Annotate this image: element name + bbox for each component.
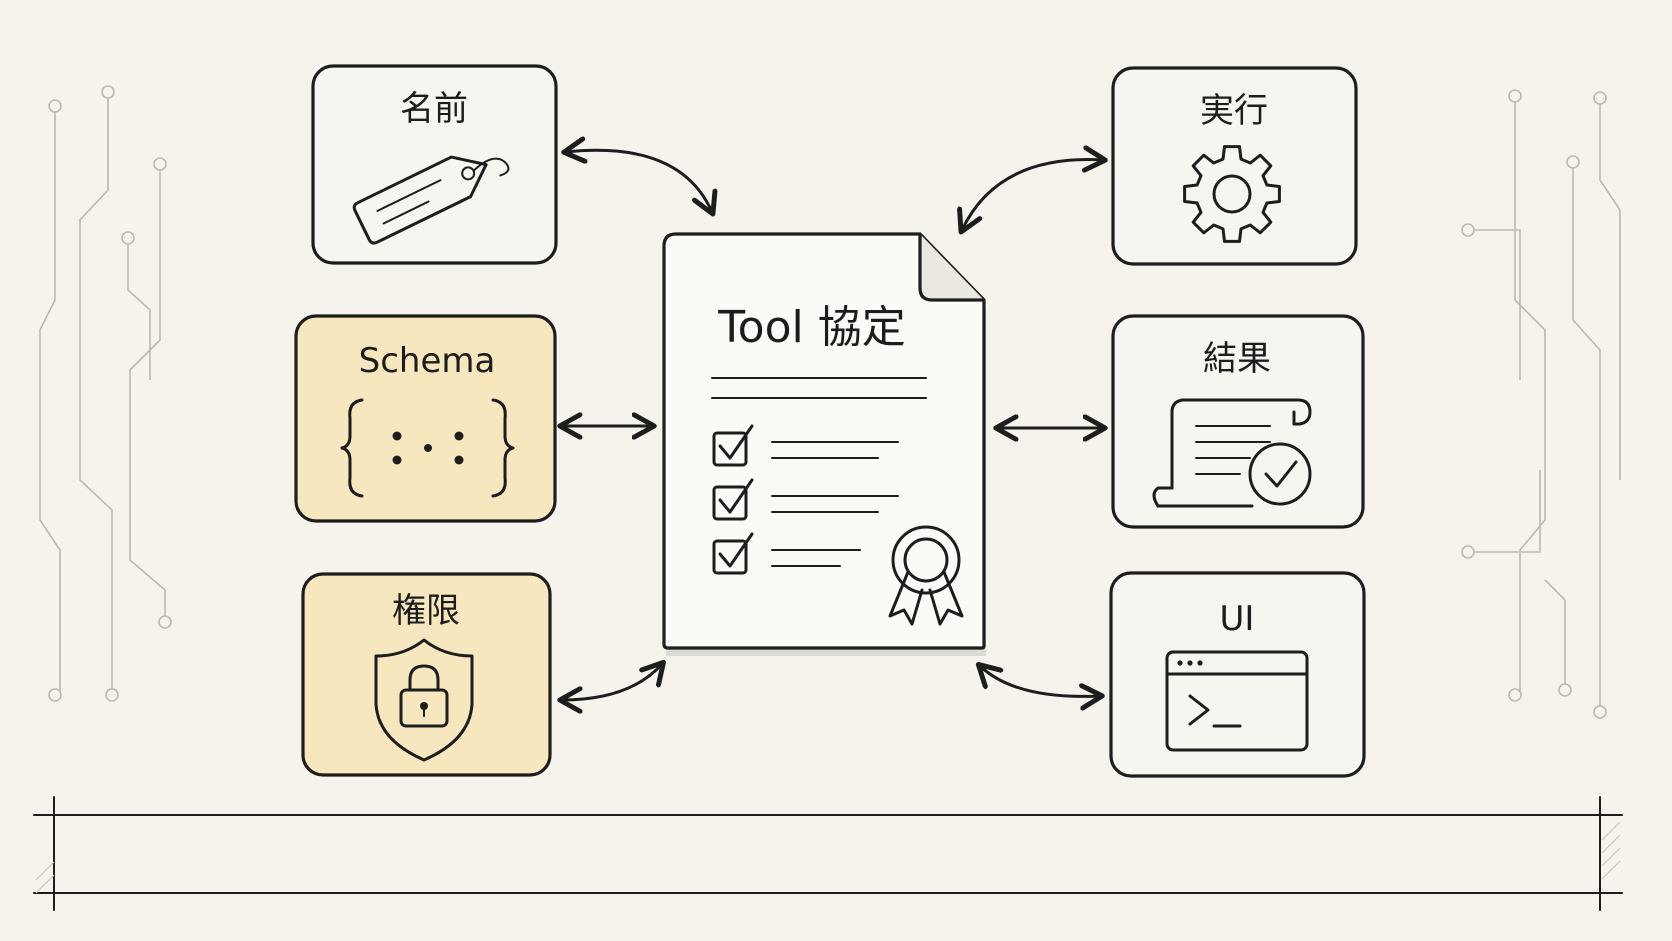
box-frame (301, 572, 552, 777)
document-title: Tool 協定 (717, 302, 905, 353)
box-label: 実行 (1200, 91, 1268, 131)
box-label: UI (1220, 599, 1255, 639)
result-box: 結果 (1111, 314, 1365, 529)
box-frame (1111, 314, 1365, 529)
box-label: Schema (359, 341, 496, 381)
schema-box: Schema (294, 314, 557, 523)
box-label: 結果 (1203, 339, 1271, 379)
scroll-check-icon (1152, 398, 1312, 508)
name-box: 名前 (311, 64, 558, 265)
braces-icon (340, 398, 515, 498)
terminal-window-icon (1165, 650, 1309, 752)
ribbon-seal-icon (888, 525, 964, 626)
box-label: 権限 (392, 591, 460, 631)
box-frame (1111, 66, 1358, 266)
arrow-ui (980, 666, 1100, 696)
gear-icon (1183, 145, 1281, 243)
shield-lock-icon (374, 638, 474, 762)
box-frame (294, 314, 557, 523)
circuit-decoration-right (1461, 89, 1621, 719)
checkbox-2 (712, 478, 899, 521)
checkbox-1 (712, 424, 899, 467)
bottom-frame (33, 796, 1623, 911)
arrow-name (566, 150, 712, 212)
contract-document: Tool 協定 (662, 232, 986, 656)
box-label: 名前 (400, 89, 468, 129)
arrow-execute (962, 160, 1103, 230)
permission-box: 権限 (301, 572, 552, 777)
tag-icon (352, 155, 510, 245)
connector-arrows (562, 150, 1103, 700)
document-fold (918, 234, 984, 302)
execute-box: 実行 (1111, 66, 1358, 266)
ui-box: UI (1109, 571, 1366, 778)
checkbox-3 (712, 532, 861, 575)
checklist (712, 424, 899, 575)
arrow-permission (562, 664, 662, 700)
circuit-decoration-left (39, 85, 172, 702)
